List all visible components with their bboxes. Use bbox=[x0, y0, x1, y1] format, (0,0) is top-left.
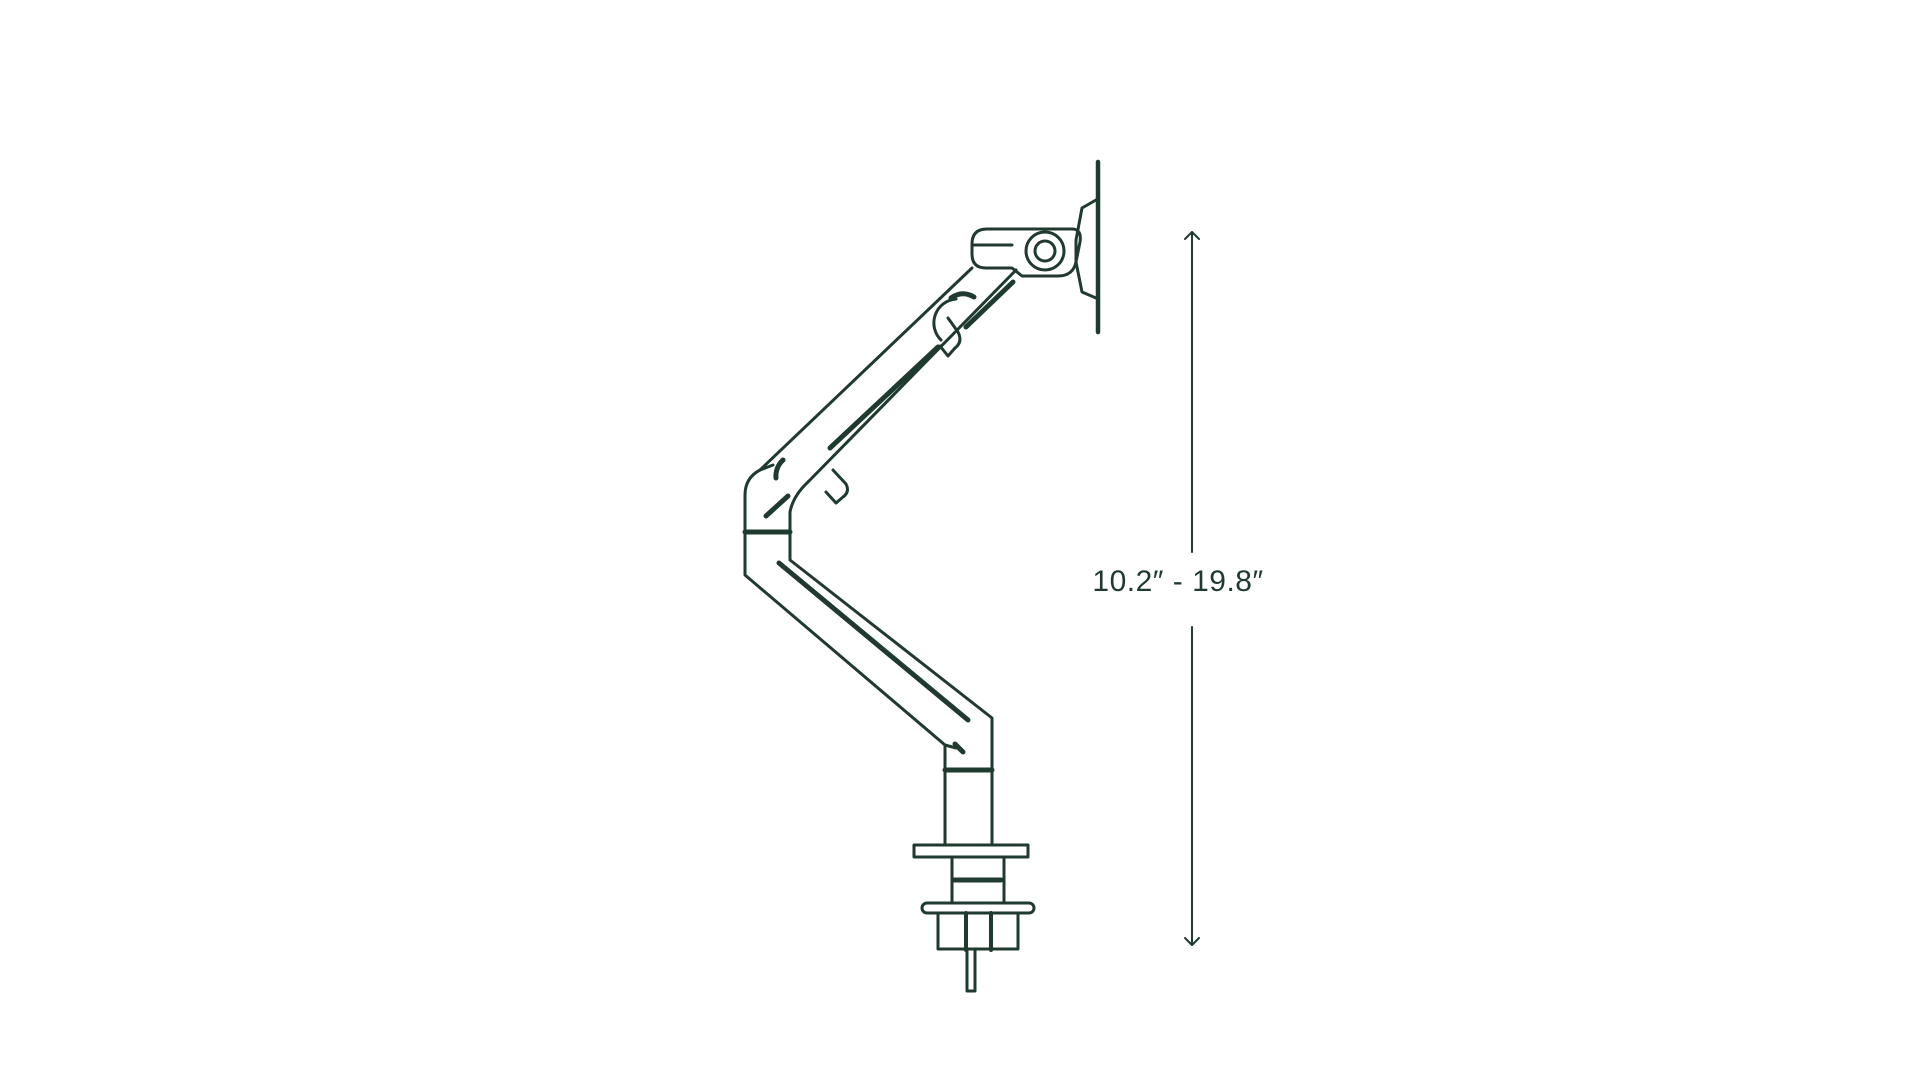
tilt-head bbox=[970, 227, 1082, 278]
height-range-label: 10.2″ - 19.8″ bbox=[1092, 565, 1264, 598]
pivot-knob bbox=[1024, 230, 1066, 272]
elbow-joint bbox=[742, 463, 810, 535]
upper-arm bbox=[758, 266, 1018, 505]
lower-arm bbox=[743, 530, 995, 847]
desk-clamp bbox=[912, 843, 1036, 993]
vesa-mount-plate bbox=[1074, 159, 1101, 335]
height-dimension-arrow bbox=[1184, 231, 1200, 946]
